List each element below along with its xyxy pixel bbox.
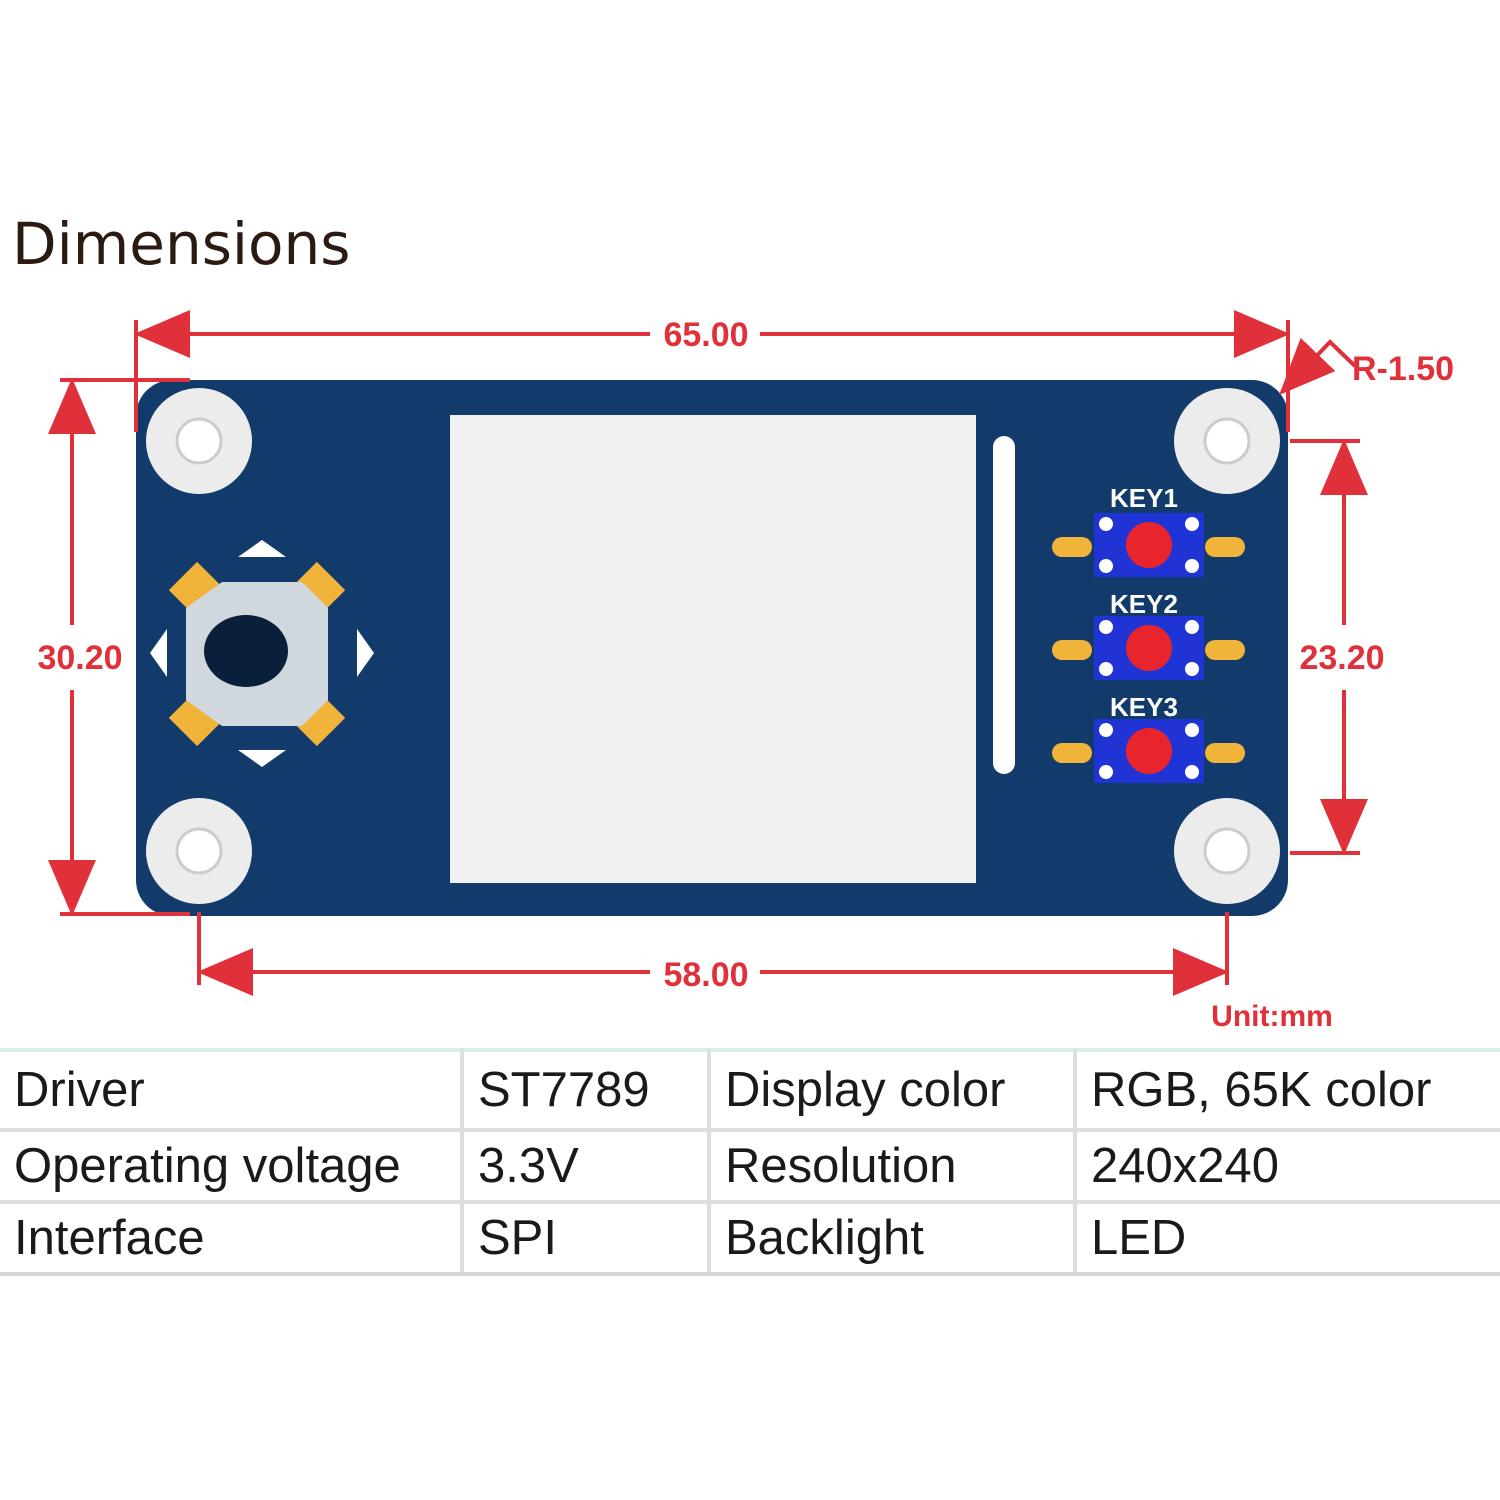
screen-slot (993, 436, 1015, 774)
joystick (150, 540, 374, 767)
hole-vertical-spacing-value: 23.20 (1299, 639, 1384, 677)
key1-button: KEY1 (1052, 483, 1245, 577)
corner-radius-value: R-1.50 (1352, 350, 1454, 388)
table-row: Interface SPI Backlight LED (0, 1202, 1500, 1276)
dimension-overall-height (48, 378, 190, 916)
mounting-hole-top-right (1174, 388, 1280, 494)
dimension-corner-radius (1279, 337, 1357, 395)
key3-button: KEY3 (1052, 692, 1245, 783)
hole-horizontal-spacing-value: 58.00 (663, 956, 748, 994)
mounting-hole-top-left (146, 388, 252, 494)
specs-table: Driver ST7789 Display color RGB, 65K col… (0, 1048, 1500, 1276)
spec-label: Operating voltage (0, 1130, 464, 1204)
spec-value: LED (1075, 1202, 1500, 1276)
spec-label: Display color (709, 1050, 1077, 1132)
mounting-hole-bottom-left (146, 798, 252, 904)
dimension-drawing: KEY1 KEY2 KEY3 65.00 R-1.50 30.20 (37, 310, 1454, 1033)
spec-label: Resolution (709, 1130, 1077, 1204)
spec-value: SPI (462, 1202, 711, 1276)
spec-value: RGB, 65K color (1075, 1050, 1500, 1132)
lcd-screen (450, 415, 976, 883)
spec-label: Driver (0, 1050, 464, 1132)
page-title: Dimensions (12, 210, 351, 278)
key2-button: KEY2 (1052, 589, 1245, 680)
spec-label: Interface (0, 1202, 464, 1276)
key3-label: KEY3 (1110, 692, 1178, 722)
key1-label: KEY1 (1110, 483, 1178, 513)
spec-value: 3.3V (462, 1130, 711, 1204)
dimension-hole-vertical-spacing (1290, 439, 1368, 855)
mounting-hole-bottom-right (1174, 798, 1280, 904)
table-row: Driver ST7789 Display color RGB, 65K col… (0, 1050, 1500, 1132)
spec-value: ST7789 (462, 1050, 711, 1132)
key2-label: KEY2 (1110, 589, 1178, 619)
unit-label: Unit:mm (1211, 1000, 1333, 1033)
overall-height-value: 30.20 (37, 639, 122, 677)
spec-value: 240x240 (1075, 1130, 1500, 1204)
table-row: Operating voltage 3.3V Resolution 240x24… (0, 1130, 1500, 1204)
spec-label: Backlight (709, 1202, 1077, 1276)
dimension-hole-horizontal-spacing (197, 912, 1229, 996)
overall-width-value: 65.00 (663, 316, 748, 354)
